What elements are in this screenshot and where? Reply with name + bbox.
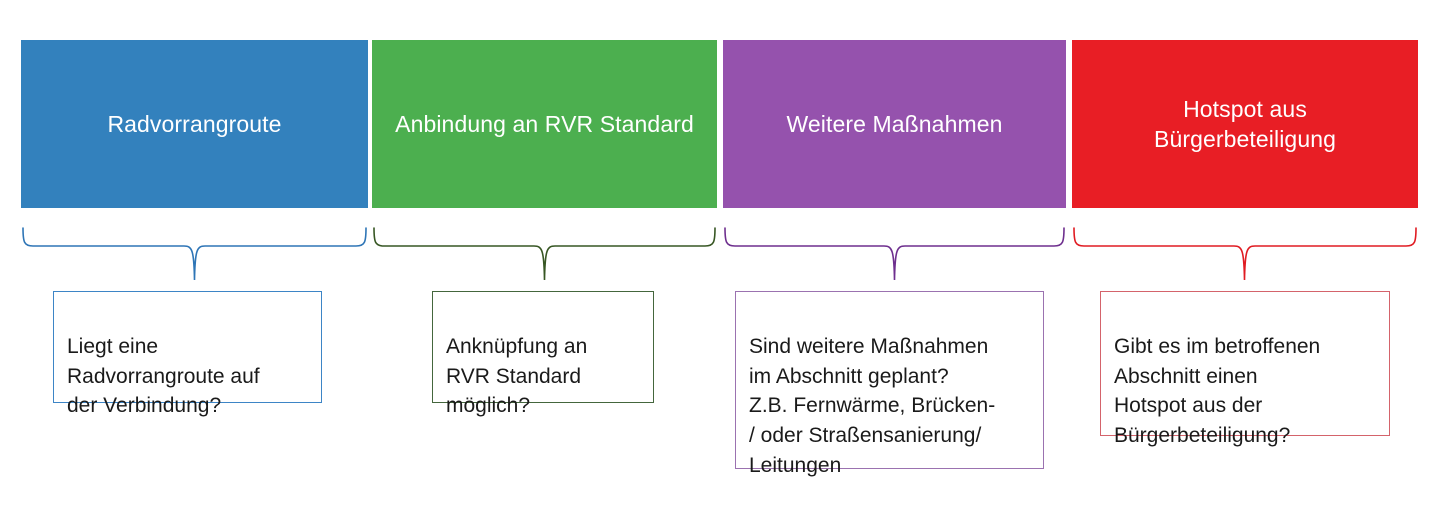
header-bar-label: Anbindung an RVR Standard: [395, 110, 694, 137]
question-box-hotspot-buergerbeteiligung[interactable]: Gibt es im betroffenen Abschnitt einen H…: [1100, 291, 1390, 447]
brace-connector-hotspot-buergerbeteiligung: [1072, 226, 1418, 282]
question-box-radvorrangroute[interactable]: Liegt eine Radvorrangroute auf der Verbi…: [53, 291, 322, 417]
question-box-text: Anknüpfung an RVR Standard möglich?: [446, 334, 588, 418]
header-bar-weitere-massnahmen[interactable]: Weitere Maßnahmen: [723, 40, 1066, 208]
header-bar-anbindung-rvr-standard[interactable]: Anbindung an RVR Standard: [372, 40, 717, 208]
brace-connector-anbindung-rvr-standard: [372, 226, 717, 282]
curly-brace-icon: [1073, 227, 1417, 281]
question-box-text: Liegt eine Radvorrangroute auf der Verbi…: [67, 334, 260, 418]
brace-connector-weitere-massnahmen: [723, 226, 1066, 282]
header-bar-label: Hotspot aus Bürgerbeteiligung: [1154, 95, 1336, 152]
curly-brace-icon: [373, 227, 716, 281]
header-bar-hotspot-buergerbeteiligung[interactable]: Hotspot aus Bürgerbeteiligung: [1072, 40, 1418, 208]
header-bar-label: Weitere Maßnahmen: [786, 110, 1003, 137]
brace-connector-radvorrangroute: [21, 226, 368, 282]
question-box-weitere-massnahmen[interactable]: Sind weitere Maßnahmen im Abschnitt gepl…: [735, 291, 1044, 477]
curly-brace-icon: [724, 227, 1065, 281]
header-bar-label: Radvorrangroute: [107, 110, 282, 137]
curly-brace-icon: [22, 227, 367, 281]
header-bar-radvorrangroute[interactable]: Radvorrangroute: [21, 40, 368, 208]
question-box-anbindung-rvr-standard[interactable]: Anknüpfung an RVR Standard möglich?: [432, 291, 654, 417]
question-box-text: Sind weitere Maßnahmen im Abschnitt gepl…: [749, 334, 996, 478]
question-box-text: Gibt es im betroffenen Abschnitt einen H…: [1114, 334, 1321, 448]
